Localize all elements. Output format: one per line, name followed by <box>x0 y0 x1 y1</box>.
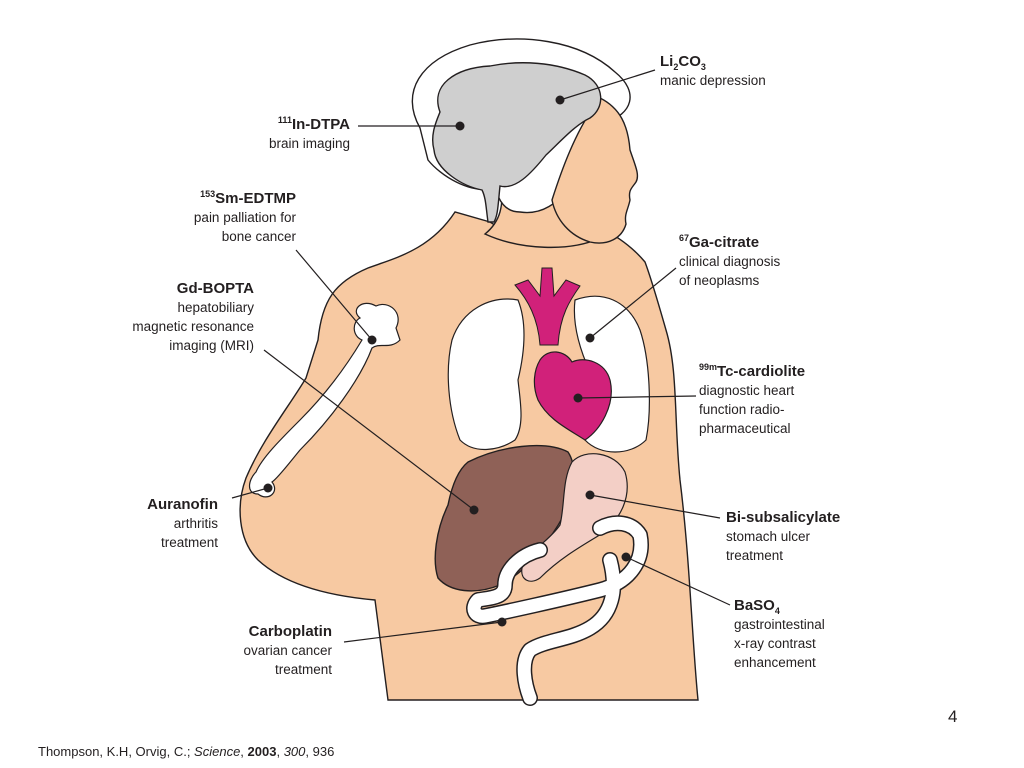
label-in-dtpa: 111In-DTPA brain imaging <box>220 115 350 153</box>
label-title: Auranofin <box>147 496 218 513</box>
label-title: Bi-subsalicylate <box>726 509 841 526</box>
label-carboplatin: Carboplatin ovarian cancer treatment <box>196 622 332 679</box>
label-gd-bopta: Gd-BOPTA hepatobiliary magnetic resonanc… <box>94 279 254 355</box>
slide-number: 4 <box>948 707 958 726</box>
label-title: Li2CO3 <box>660 53 706 72</box>
heart-shape <box>533 351 612 441</box>
label-ga-citrate: 67Ga-citrate clinical diagnosis of neopl… <box>679 233 780 290</box>
label-description: x-ray contrast <box>734 636 816 651</box>
label-description: arthritis <box>173 516 218 531</box>
leader-lines <box>231 69 731 643</box>
label-description: function radio- <box>699 402 785 417</box>
label-description: treatment <box>160 535 218 550</box>
label-description: stomach ulcer <box>726 529 811 544</box>
label-bi-subsalicylate: Bi-subsalicylate stomach ulcer treatment <box>726 508 840 565</box>
label-title: 99mTc-cardiolite <box>699 362 806 381</box>
intestine-fill <box>467 516 648 705</box>
label-description: of neoplasms <box>679 273 760 288</box>
label-description: ovarian cancer <box>243 643 332 658</box>
leader-dots <box>263 95 631 627</box>
label-title: Gd-BOPTA <box>176 280 254 297</box>
label-auranofin: Auranofin arthritis treatment <box>110 495 218 552</box>
label-description: hepatobiliary <box>177 300 254 315</box>
face-shape <box>551 97 639 244</box>
label-title: 111In-DTPA <box>277 115 350 134</box>
label-description: brain imaging <box>268 136 350 151</box>
label-description: treatment <box>726 548 784 563</box>
label-baso4: BaSO4 gastrointestinal x-ray contrast en… <box>734 596 825 672</box>
label-description: bone cancer <box>221 229 296 244</box>
stomach-shape <box>521 453 628 582</box>
label-description: pain palliation for <box>193 210 296 225</box>
label-title: BaSO4 <box>734 597 780 616</box>
label-description: gastrointestinal <box>734 617 825 632</box>
label-title: 67Ga-citrate <box>679 233 760 252</box>
label-description: treatment <box>274 662 332 677</box>
label-description: clinical diagnosis <box>679 254 781 269</box>
label-description: diagnostic heart <box>699 383 795 398</box>
label-description: enhancement <box>734 655 816 670</box>
label-title: Carboplatin <box>248 623 332 640</box>
arm-bone-shape <box>248 302 401 498</box>
label-description: magnetic resonance <box>132 319 254 334</box>
citation: Thompson, K.H, Orvig, C.; Science, 2003,… <box>38 744 335 759</box>
label-li2co3: Li2CO3 manic depression <box>660 52 766 90</box>
label-title: 153Sm-EDTMP <box>200 189 296 208</box>
label-tc-cardiolite: 99mTc-cardiolite diagnostic heart functi… <box>699 362 805 438</box>
label-description: manic depression <box>660 73 766 88</box>
aorta-shape <box>514 267 581 346</box>
left-lung-shape <box>447 298 525 451</box>
label-description: imaging (MRI) <box>169 338 254 353</box>
label-description: pharmaceutical <box>699 421 791 436</box>
label-sm-edtmp: 153Sm-EDTMP pain palliation for bone can… <box>150 189 296 246</box>
